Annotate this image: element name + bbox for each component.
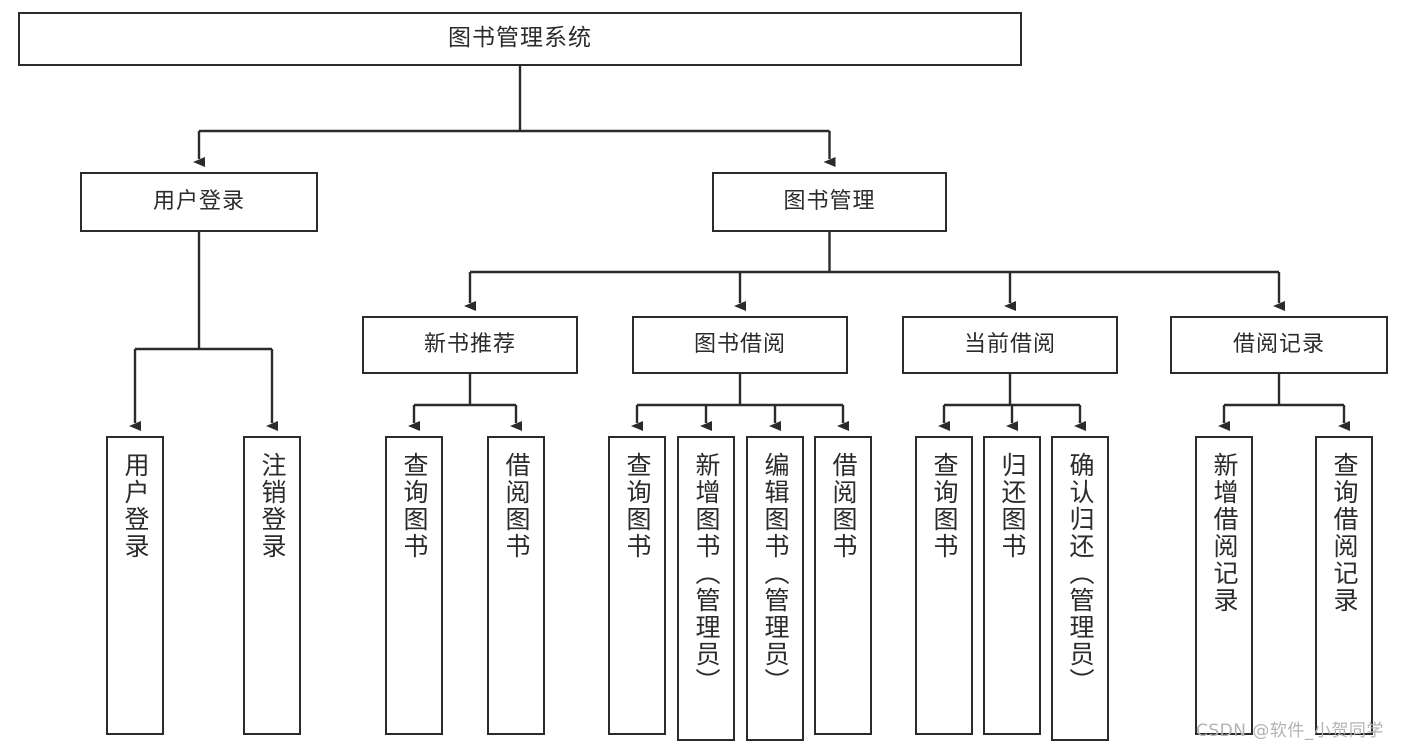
node-query-book-1[interactable]: 查询图书 (385, 436, 443, 735)
node-borrow-book-2[interactable]: 借阅图书 (814, 436, 872, 735)
node-label: 查询图书 (400, 452, 429, 560)
node-query-book-3[interactable]: 查询图书 (915, 436, 973, 735)
node-label: 归还图书 (998, 452, 1027, 560)
node-root[interactable]: 图书管理系统 (18, 12, 1022, 66)
node-label: 图书借阅 (693, 331, 786, 357)
node-label: 新增图书（管理员） (692, 452, 721, 695)
node-confirm-return-admin[interactable]: 确认归还（管理员） (1051, 436, 1109, 741)
node-label: 注销登录 (258, 452, 287, 560)
node-label: 用户登录 (152, 188, 245, 214)
node-label: 借阅记录 (1232, 331, 1325, 357)
node-label: 借阅图书 (829, 452, 858, 560)
node-edit-book-admin[interactable]: 编辑图书（管理员） (746, 436, 804, 741)
node-label: 确认归还（管理员） (1066, 452, 1095, 695)
node-borrow-record[interactable]: 借阅记录 (1170, 316, 1388, 374)
node-book-management[interactable]: 图书管理 (712, 172, 947, 232)
node-new-book-recommend[interactable]: 新书推荐 (362, 316, 578, 374)
node-add-borrow-record[interactable]: 新增借阅记录 (1195, 436, 1253, 735)
node-label: 新增借阅记录 (1210, 452, 1239, 614)
node-book-borrow[interactable]: 图书借阅 (632, 316, 848, 374)
node-label: 查询图书 (930, 452, 959, 560)
node-label: 查询借阅记录 (1330, 452, 1359, 614)
node-label: 当前借阅 (963, 331, 1056, 357)
node-add-book-admin[interactable]: 新增图书（管理员） (677, 436, 735, 741)
watermark-text: CSDN @软件_小贺同学 (1196, 721, 1384, 741)
node-query-borrow-record[interactable]: 查询借阅记录 (1315, 436, 1373, 735)
node-label: 新书推荐 (423, 331, 516, 357)
node-borrow-book-1[interactable]: 借阅图书 (487, 436, 545, 735)
node-user-login[interactable]: 用户登录 (80, 172, 318, 232)
node-user-logout-leaf[interactable]: 注销登录 (243, 436, 301, 735)
node-label: 图书管理 (783, 188, 876, 214)
node-label: 查询图书 (623, 452, 652, 560)
node-label: 编辑图书（管理员） (761, 452, 790, 695)
node-current-borrow[interactable]: 当前借阅 (902, 316, 1118, 374)
node-label: 图书管理系统 (448, 25, 592, 52)
node-label: 用户登录 (121, 452, 150, 560)
node-user-login-leaf[interactable]: 用户登录 (106, 436, 164, 735)
node-query-book-2[interactable]: 查询图书 (608, 436, 666, 735)
node-return-book[interactable]: 归还图书 (983, 436, 1041, 735)
node-label: 借阅图书 (502, 452, 531, 560)
